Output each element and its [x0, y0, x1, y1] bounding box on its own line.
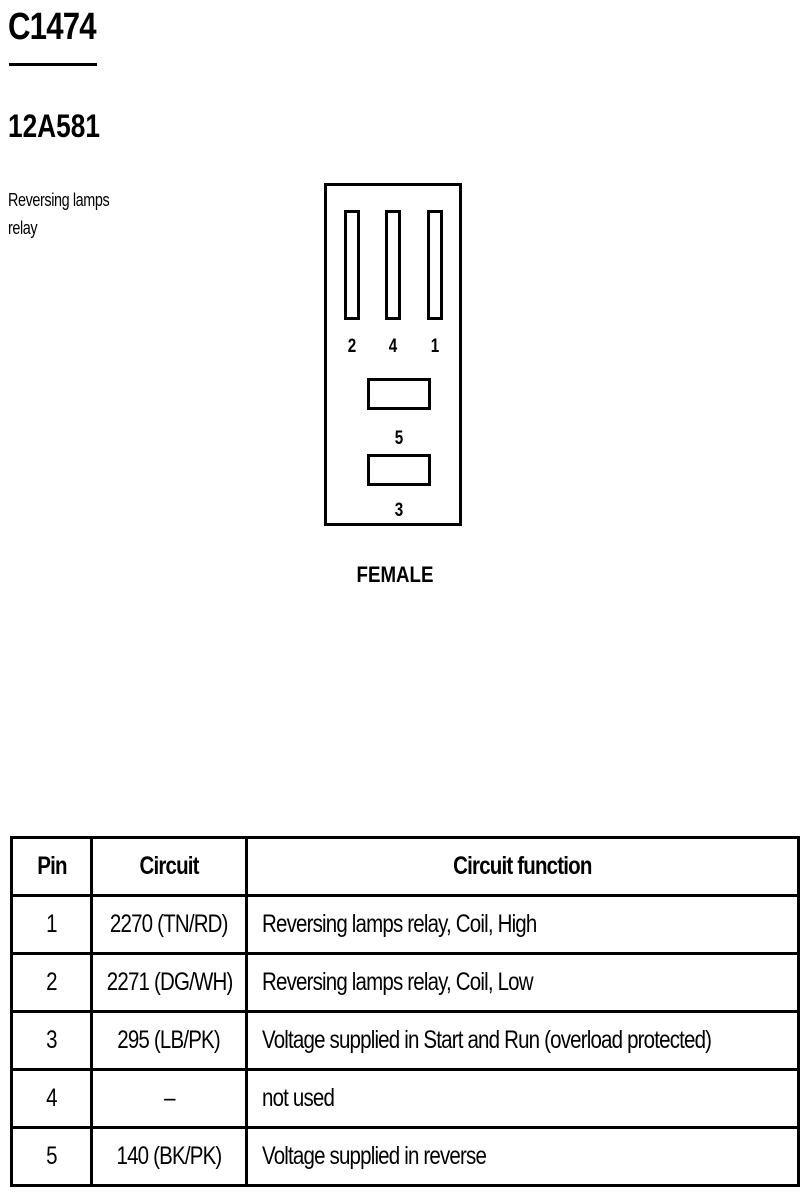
header-circuit-function: Circuit function [245, 836, 800, 897]
connector-face-diagram: 2 4 1 5 3 [324, 183, 462, 526]
pin-slot-4 [385, 210, 401, 320]
pin-table: Pin Circuit Circuit function 1 2270 (TN/… [10, 836, 800, 1187]
pin-label-5: 5 [394, 428, 404, 449]
pin-slot-2 [344, 210, 360, 320]
cell-pin: 4 [10, 1068, 93, 1129]
pin-slot-3 [367, 454, 431, 486]
cell-pin: 1 [10, 894, 93, 955]
pin-label-3: 3 [394, 500, 404, 521]
cell-circuit: 295 (LB/PK) [90, 1010, 248, 1071]
table-row: 4 – not used [10, 1068, 800, 1129]
cell-function: Voltage supplied in reverse [245, 1126, 800, 1187]
cell-function: Voltage supplied in Start and Run (overl… [245, 1010, 800, 1071]
cell-pin: 5 [10, 1126, 93, 1187]
connector-gender-label: FEMALE [356, 562, 434, 587]
table-row: 5 140 (BK/PK) Voltage supplied in revers… [10, 1126, 800, 1187]
table-header-row: Pin Circuit Circuit function [10, 836, 800, 897]
cell-circuit: – [90, 1068, 248, 1129]
header-circuit: Circuit [90, 836, 248, 897]
description-line-1: Reversing lamps [8, 190, 110, 210]
pin-label-4: 4 [388, 336, 398, 357]
table-row: 2 2271 (DG/WH) Reversing lamps relay, Co… [10, 952, 800, 1013]
cell-circuit: 2270 (TN/RD) [90, 894, 248, 955]
connector-id: C1474 [8, 6, 97, 48]
cell-pin: 2 [10, 952, 93, 1013]
cell-circuit: 140 (BK/PK) [90, 1126, 248, 1187]
table-row: 1 2270 (TN/RD) Reversing lamps relay, Co… [10, 894, 800, 955]
component-description: Reversing lamps relay [8, 186, 136, 242]
cell-function: not used [245, 1068, 800, 1129]
pin-slot-5 [367, 378, 431, 410]
cell-circuit: 2271 (DG/WH) [90, 952, 248, 1013]
title-underline [9, 63, 97, 66]
cell-function: Reversing lamps relay, Coil, High [245, 894, 800, 955]
pin-label-2: 2 [347, 336, 357, 357]
cell-function: Reversing lamps relay, Coil, Low [245, 952, 800, 1013]
header-pin: Pin [10, 836, 93, 897]
part-number: 12A581 [8, 108, 100, 144]
pin-slot-1 [427, 210, 443, 320]
description-line-2: relay [8, 218, 38, 238]
table-row: 3 295 (LB/PK) Voltage supplied in Start … [10, 1010, 800, 1071]
cell-pin: 3 [10, 1010, 93, 1071]
pin-label-1: 1 [430, 336, 440, 357]
